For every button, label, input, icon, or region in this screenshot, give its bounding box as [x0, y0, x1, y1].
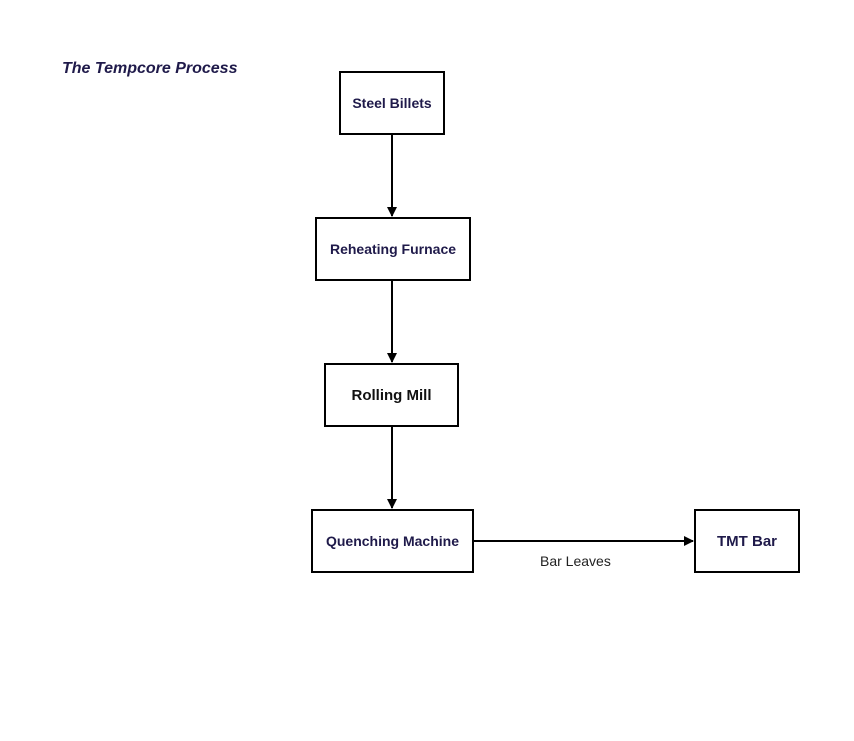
node-label: Rolling Mill	[351, 386, 432, 404]
node-reheating-furnace[interactable]: Reheating Furnace	[315, 217, 471, 281]
edge-label-bar-leaves: Bar Leaves	[540, 553, 611, 569]
node-label: Steel Billets	[352, 95, 432, 111]
node-steel-billets[interactable]: Steel Billets	[339, 71, 445, 135]
node-rolling-mill[interactable]: Rolling Mill	[324, 363, 459, 427]
node-tmt-bar[interactable]: TMT Bar	[694, 509, 800, 573]
node-label: Reheating Furnace	[329, 241, 457, 257]
diagram-title: The Tempcore Process	[62, 60, 238, 77]
node-quenching-machine[interactable]: Quenching Machine	[311, 509, 474, 573]
node-label: TMT Bar	[717, 532, 777, 550]
node-label: Quenching Machine	[325, 533, 459, 549]
